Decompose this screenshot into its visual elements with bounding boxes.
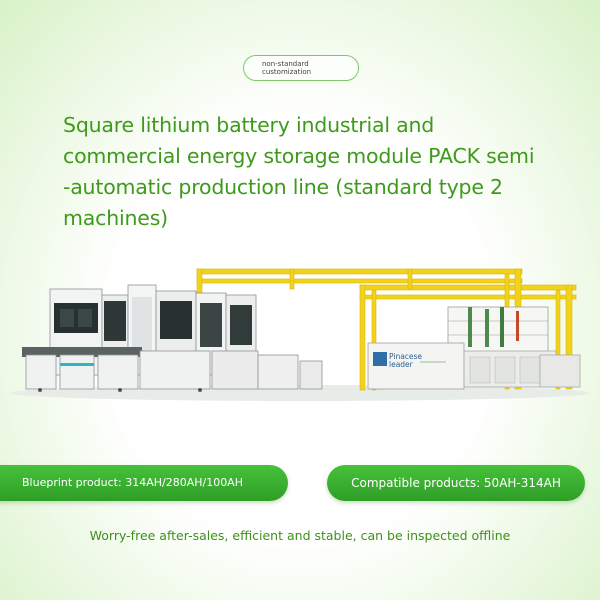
title-line-2: commercial energy storage module PACK se… (63, 144, 535, 168)
right-station (447, 306, 581, 388)
left-machine-cluster (22, 284, 323, 392)
blueprint-product-pill: Blueprint product: 314AH/280AH/100AH (0, 465, 288, 501)
page-title: Square lithium battery industrial and co… (63, 110, 593, 234)
production-line-illustration: Pinacese leader (10, 268, 590, 401)
badge-line-2: customization (262, 68, 312, 76)
brand-logo-line-1: Pinacese (389, 352, 422, 361)
blueprint-product-text: Blueprint product: 314AH/280AH/100AH (22, 476, 243, 489)
title-line-4: machines) (63, 206, 168, 230)
footer-tagline: Worry-free after-sales, efficient and st… (89, 528, 511, 543)
customization-badge: non-standard customization (243, 55, 359, 81)
brand-logo-line-2: leader (389, 360, 414, 369)
title-line-1: Square lithium battery industrial and (63, 113, 435, 137)
badge-line-1: non-standard (262, 60, 309, 68)
brand-logo-mark (373, 352, 387, 366)
title-line-3: -automatic production line (standard typ… (63, 175, 503, 199)
compatible-products-pill: Compatible products: 50AH-314AH (327, 465, 585, 501)
compatible-products-text: Compatible products: 50AH-314AH (351, 476, 561, 490)
logo-cabinet: Pinacese leader (367, 342, 465, 390)
